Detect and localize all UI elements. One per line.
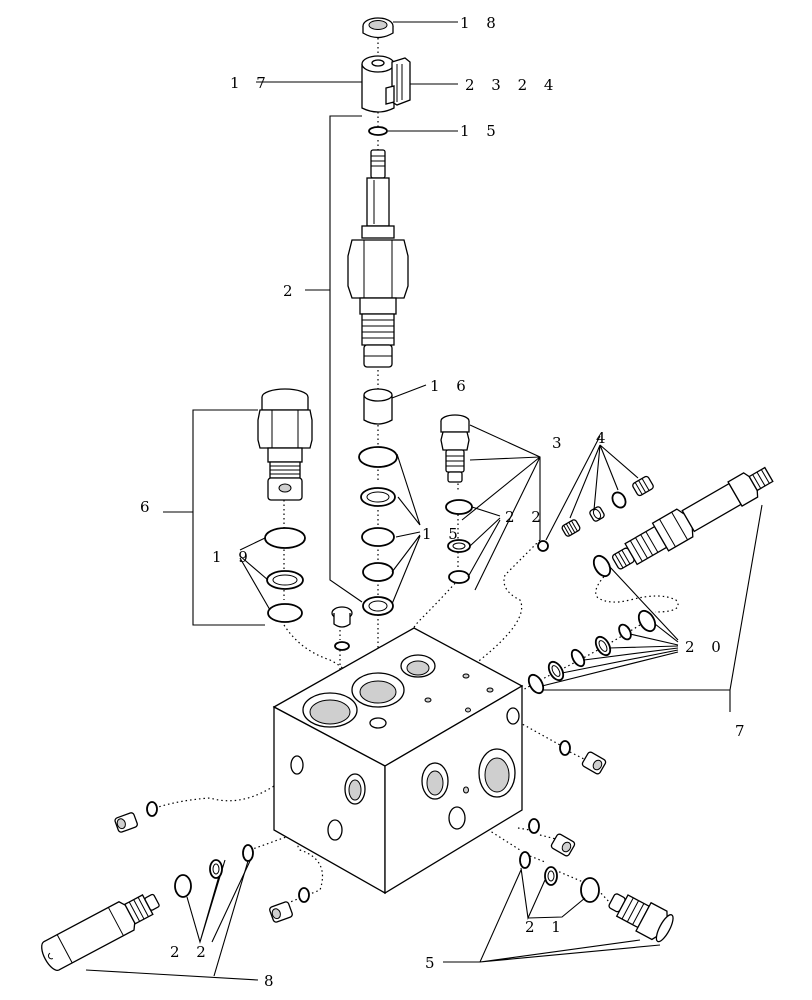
callout-21: 2 1	[525, 918, 567, 936]
callout-23-24: 2 3 2 4	[465, 76, 559, 94]
plugs-and-seals	[114, 740, 607, 923]
cartridge-7	[611, 466, 774, 570]
o-rings-22-upper	[445, 499, 473, 584]
o-rings-19	[264, 527, 306, 623]
callout-20: 2 0	[685, 638, 727, 656]
check-cartridge-3	[440, 414, 470, 483]
callout-18: 1 8	[460, 14, 502, 32]
o-ring-15-top	[368, 126, 388, 136]
callout-5: 5	[425, 954, 441, 972]
o-ring-stack-15	[358, 446, 398, 616]
relief-cartridge-6	[257, 388, 313, 501]
plug-top	[331, 606, 353, 651]
callout-8: 8	[264, 972, 280, 990]
callout-15-top: 1 5	[460, 122, 502, 140]
sleeve-16	[363, 388, 393, 425]
callout-15-stack: 1 5	[422, 525, 464, 543]
callout-4: 4	[596, 429, 612, 447]
callout-2: 2	[283, 282, 299, 300]
leader-lines	[85, 21, 763, 981]
o-rings-20	[527, 554, 657, 695]
callout-labels: 1 8 1 7 2 3 2 4 1 5 2 1 6 3 4 6 1 5 2 2 …	[140, 14, 751, 990]
solenoid-coil-17	[361, 55, 411, 113]
solenoid-cartridge-2	[347, 149, 409, 368]
valve-body	[272, 627, 524, 895]
callout-22-lower: 2 2	[170, 943, 212, 961]
callout-19: 1 9	[212, 548, 254, 566]
callout-17: 1 7	[230, 74, 272, 92]
cap-nut-18	[362, 17, 394, 39]
callout-22-upper: 2 2	[505, 508, 547, 526]
callout-16: 1 6	[430, 377, 472, 395]
callout-6: 6	[140, 498, 156, 516]
callout-7: 7	[735, 722, 751, 740]
cartridge-5	[608, 893, 674, 943]
callout-3: 3	[552, 434, 568, 452]
cartridge-8	[41, 893, 160, 971]
